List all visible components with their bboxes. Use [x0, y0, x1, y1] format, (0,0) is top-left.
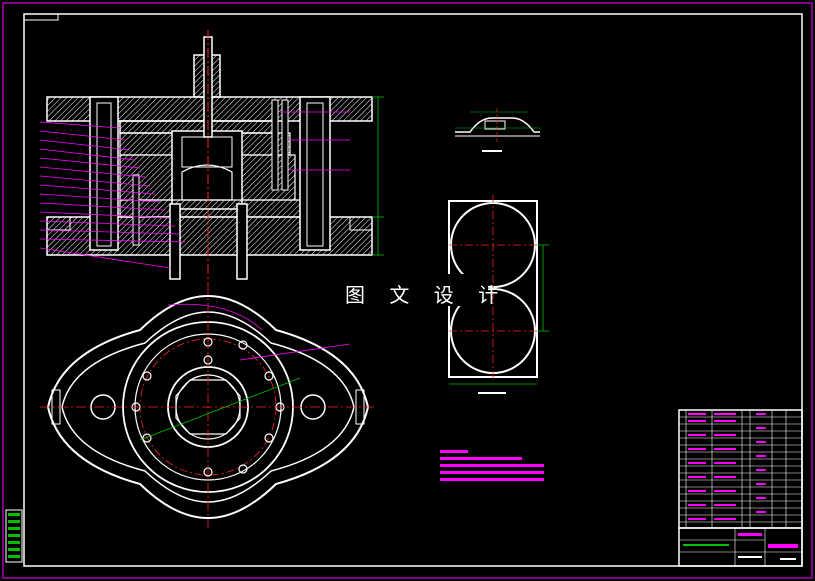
side-strip [5, 509, 23, 563]
technical-notes [440, 450, 544, 481]
title-block [678, 527, 803, 567]
watermark-background [338, 274, 488, 306]
die-plan-view [40, 285, 376, 528]
watermark-text: 图 文 设 计 [345, 283, 508, 307]
part-section-detail [455, 108, 540, 152]
die-assembly-section-view [39, 30, 384, 285]
parts-list-table [678, 409, 803, 529]
